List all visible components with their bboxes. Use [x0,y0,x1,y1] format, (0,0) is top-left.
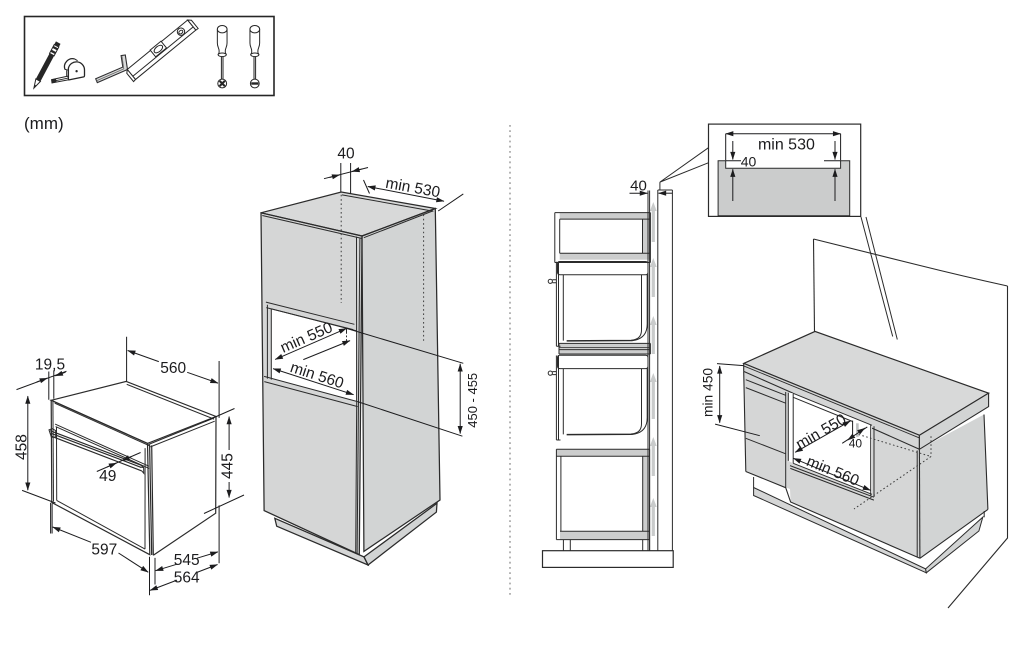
svg-text:564: 564 [174,570,200,587]
svg-text:445: 445 [219,453,236,479]
svg-text:597: 597 [91,542,117,559]
svg-text:545: 545 [174,552,200,569]
svg-text:40: 40 [337,146,355,163]
svg-text:19,5: 19,5 [35,357,65,374]
svg-text:(mm): (mm) [24,114,64,133]
svg-text:min 450: min 450 [701,368,716,417]
svg-text:49: 49 [99,468,116,485]
svg-text:min 530: min 530 [758,137,815,154]
svg-text:450 - 455: 450 - 455 [465,373,480,428]
svg-text:560: 560 [160,360,186,377]
svg-text:458: 458 [14,434,31,460]
svg-text:40: 40 [849,437,863,451]
svg-text:40: 40 [630,178,647,195]
svg-text:40: 40 [741,154,757,170]
